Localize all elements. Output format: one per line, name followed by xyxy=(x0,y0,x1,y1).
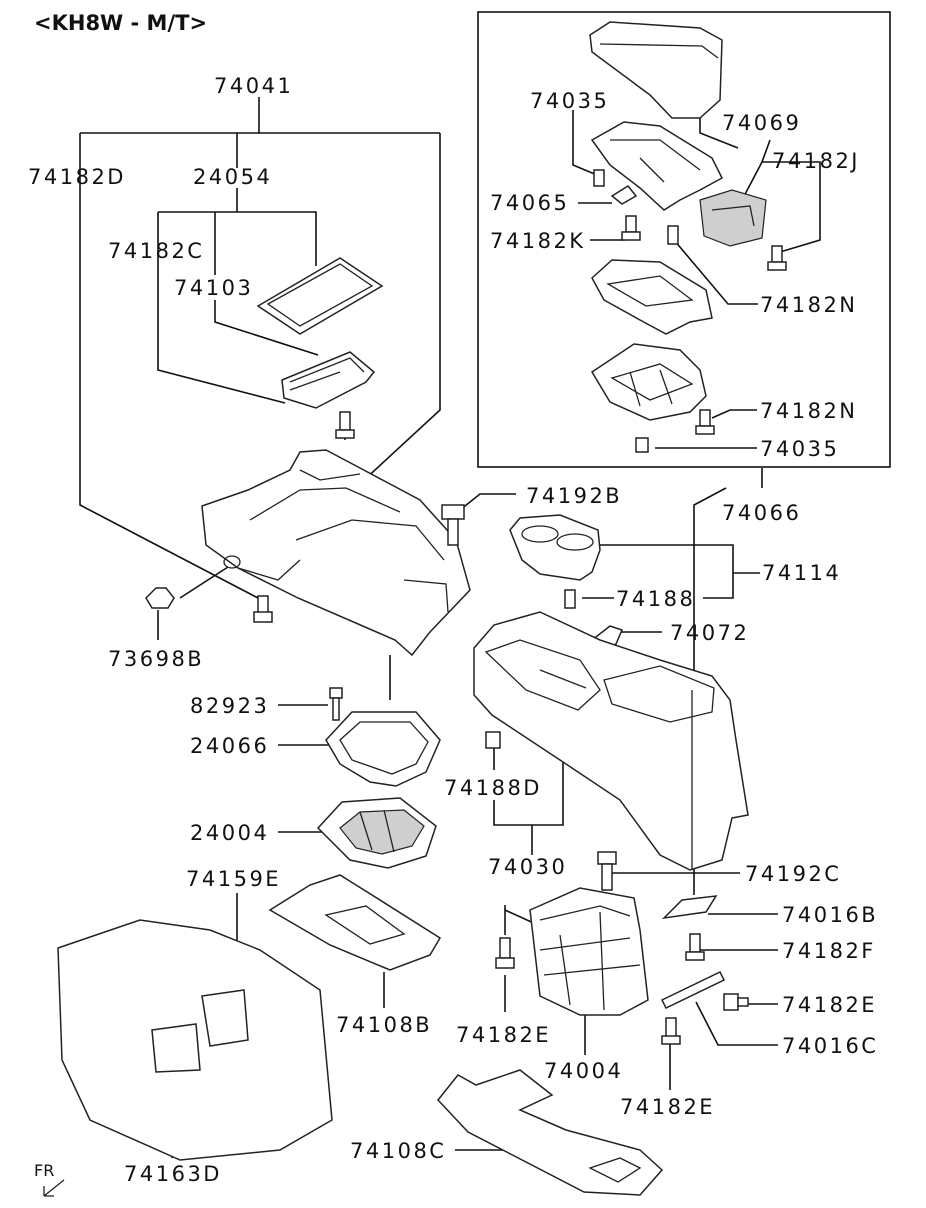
diagram-header: <KH8W - M/T> xyxy=(34,11,207,35)
screw-icon xyxy=(723,993,749,1011)
shift-boot-24004 xyxy=(316,797,437,869)
clip-icon xyxy=(597,851,617,891)
part-label-74066: 74066 xyxy=(722,501,801,525)
part-label-74182E-b: 74182E xyxy=(456,1023,551,1047)
screw-icon xyxy=(667,225,679,245)
leader-lines xyxy=(79,97,821,1158)
screw-icon xyxy=(335,411,355,439)
part-label-74030: 74030 xyxy=(488,855,567,879)
floor-carpet xyxy=(57,919,333,1161)
screw-icon xyxy=(767,245,787,271)
part-label-74159E: 74159E xyxy=(186,867,281,891)
part-label-74004: 74004 xyxy=(544,1059,623,1083)
screw-icon xyxy=(253,595,273,623)
part-label-82923: 82923 xyxy=(190,694,269,718)
part-label-74182D: 74182D xyxy=(28,165,126,189)
armrest-lid-74069 xyxy=(589,21,723,119)
part-label-74163D: 74163D xyxy=(124,1162,222,1186)
part-label-74108B: 74108B xyxy=(336,1013,432,1037)
floor-mat-74108B xyxy=(268,874,442,971)
part-label-74114: 74114 xyxy=(762,561,841,585)
part-label-24054: 24054 xyxy=(193,165,272,189)
bracket-icon xyxy=(661,895,718,920)
tray-mat-74103 xyxy=(256,257,384,335)
part-label-74188: 74188 xyxy=(616,587,695,611)
part-label-74182C: 74182C xyxy=(108,239,204,263)
part-label-74182E-a: 74182E xyxy=(782,993,877,1017)
clip-icon xyxy=(145,587,175,609)
console-body-74041 xyxy=(201,449,471,657)
clip-icon xyxy=(485,731,501,749)
part-label-74182N-a: 74182N xyxy=(760,293,858,317)
screw-icon xyxy=(621,215,641,241)
fr-arrow-icon xyxy=(43,1179,65,1197)
clip-icon xyxy=(593,169,605,187)
clip-icon xyxy=(441,504,465,546)
fr-mark: FR xyxy=(34,1161,54,1180)
part-label-74016B: 74016B xyxy=(782,903,878,927)
screw-icon xyxy=(329,687,343,721)
latch-74182J xyxy=(699,189,767,247)
part-label-74041: 74041 xyxy=(214,74,293,98)
part-label-74182J: 74182J xyxy=(772,149,860,173)
part-label-74188D: 74188D xyxy=(444,776,542,800)
part-label-74182F: 74182F xyxy=(782,939,876,963)
clip-icon xyxy=(635,437,649,453)
part-label-74192B: 74192B xyxy=(526,484,622,508)
part-label-74103: 74103 xyxy=(174,276,253,300)
clip-icon xyxy=(564,589,576,609)
part-label-74065: 74065 xyxy=(490,191,569,215)
floor-mat-74108C xyxy=(437,1069,664,1196)
part-label-74035-top: 74035 xyxy=(530,89,609,113)
screw-icon xyxy=(695,409,715,435)
armrest-tray-lower xyxy=(590,343,707,421)
bar-icon xyxy=(660,971,726,1009)
clip-icon xyxy=(610,185,638,205)
screw-icon xyxy=(661,1017,681,1045)
part-label-24066: 24066 xyxy=(190,734,269,758)
screw-icon xyxy=(685,933,705,961)
part-label-74069: 74069 xyxy=(722,111,801,135)
armrest-tray-upper xyxy=(591,259,713,335)
part-label-24004: 24004 xyxy=(190,821,269,845)
screw-icon xyxy=(495,937,515,969)
part-label-74182K: 74182K xyxy=(490,229,586,253)
part-label-74192C: 74192C xyxy=(745,862,841,886)
bracket-74004 xyxy=(529,887,649,1016)
tray-74182C xyxy=(281,351,376,409)
part-label-73698B: 73698B xyxy=(108,647,204,671)
armrest-hinge xyxy=(590,121,723,211)
cup-holder-74114 xyxy=(509,514,601,581)
rear-console-74030 xyxy=(473,611,749,871)
part-label-74108C: 74108C xyxy=(350,1139,446,1163)
boot-frame-24066 xyxy=(325,711,441,787)
part-label-74182E-c: 74182E xyxy=(620,1095,715,1119)
part-label-74182N-b: 74182N xyxy=(760,399,858,423)
part-label-74072: 74072 xyxy=(670,621,749,645)
armrest-inset-frame xyxy=(477,11,891,468)
part-label-74035-bot: 74035 xyxy=(760,437,839,461)
part-label-74016C: 74016C xyxy=(782,1034,878,1058)
